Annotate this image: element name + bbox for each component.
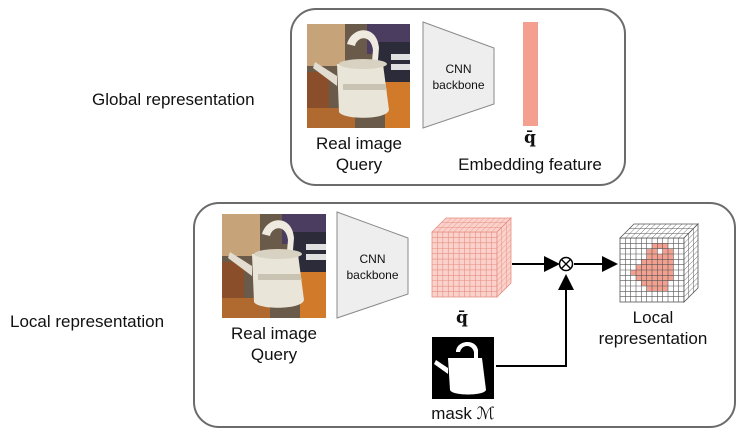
local-representation-box <box>193 202 736 428</box>
global-query-image <box>307 24 410 128</box>
circle-times-icon <box>558 256 574 272</box>
global-feature-symbol: q̄ <box>524 128 536 148</box>
local-image-caption-line2: Query <box>250 345 298 364</box>
global-image-caption-line1: Real image <box>316 134 402 153</box>
local-representation-cube <box>619 223 699 303</box>
global-representation-box <box>290 8 626 186</box>
global-image-caption-line2: Query <box>335 155 383 174</box>
local-feature-symbol: q̄ <box>456 308 468 328</box>
mask-image <box>432 337 494 399</box>
mask-to-operator-arrow <box>496 274 574 367</box>
embedding-feature-bar <box>523 22 538 126</box>
global-row-label: Global representation <box>92 90 255 109</box>
global-backbone-line2: backbone <box>432 78 485 92</box>
global-backbone-line1: CNN <box>445 62 472 76</box>
feature-map-cube <box>431 217 512 298</box>
local-backbone-line1: CNN <box>359 252 386 266</box>
local-row-label: Local representation <box>10 312 165 331</box>
mask-label: mask ℳ <box>431 404 495 423</box>
local-backbone-line2: backbone <box>346 268 399 282</box>
embedding-feature-caption: Embedding feature <box>458 155 602 174</box>
local-cnn-backbone-shape <box>336 211 409 319</box>
output-caption-line2: representation <box>598 329 708 348</box>
output-caption-line1: Local <box>632 308 674 327</box>
local-query-image <box>222 214 326 318</box>
local-image-caption-line1: Real image <box>231 324 317 343</box>
